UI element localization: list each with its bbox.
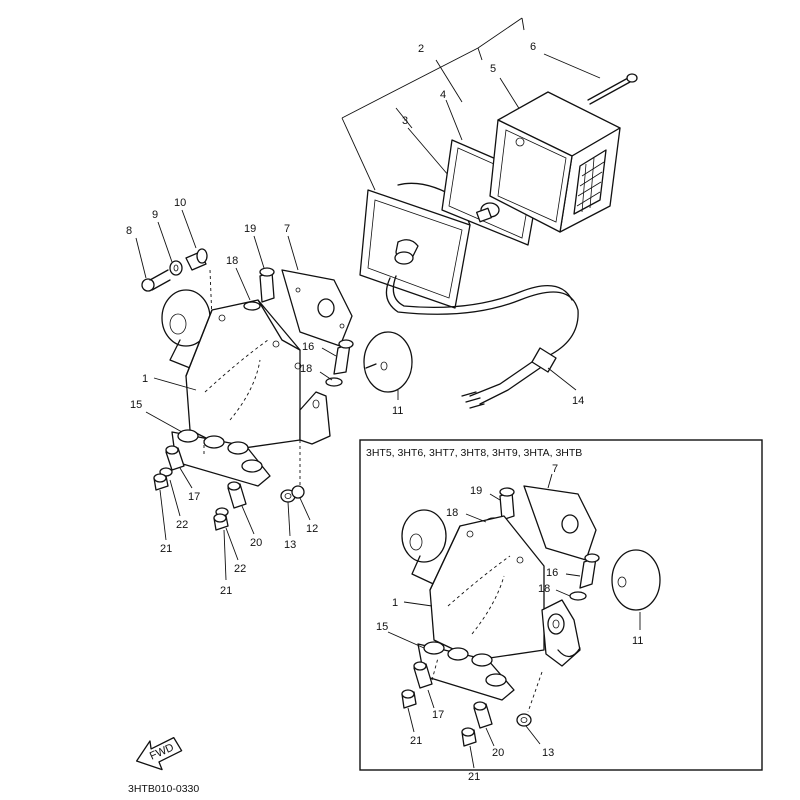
washer [169, 260, 183, 276]
callout-5: 5 [490, 63, 496, 75]
washer-12 [291, 485, 305, 499]
callout-18b: 18 [300, 363, 312, 375]
variant-inset: 3HT5, 3HT6, 3HT7, 3HT8, 3HT9, 3HTA, 3HTB [359, 439, 763, 783]
callout-7: 7 [284, 223, 290, 235]
bulb [476, 202, 500, 223]
inset-callout-18: 18 [446, 507, 458, 519]
reflector-bolt [333, 339, 354, 375]
lamp-base-plate [359, 182, 471, 309]
right-reflector [363, 331, 413, 393]
inset-callout-7: 7 [552, 463, 558, 475]
callout-18: 18 [226, 255, 238, 267]
callout-22b: 22 [234, 563, 246, 575]
inset-callout-20: 20 [492, 747, 504, 759]
callout-16: 16 [302, 341, 314, 353]
license-bracket-assembly [141, 248, 413, 531]
callout-12: 12 [306, 523, 318, 535]
lens-screw [587, 73, 638, 105]
callout-6: 6 [530, 41, 536, 53]
callout-22: 22 [176, 519, 188, 531]
callout-4: 4 [440, 89, 446, 101]
callout-19: 19 [244, 223, 256, 235]
main-callouts: 2 3 4 5 6 7 8 9 10 19 18 16 18 1 15 11 1… [126, 41, 584, 597]
rear-fender-cover [185, 299, 302, 451]
inset-callout-13: 13 [542, 747, 554, 759]
callout-9: 9 [152, 209, 158, 221]
callout-13: 13 [284, 539, 296, 551]
collar-right [227, 481, 247, 509]
diagram-code: 3HTB010-0330 [128, 783, 199, 795]
inset-callout-17: 17 [432, 709, 444, 721]
callout-11: 11 [392, 405, 403, 417]
plate-washer [243, 301, 261, 311]
callout-17: 17 [188, 491, 200, 503]
callout-21b: 21 [220, 585, 232, 597]
collar [185, 248, 208, 271]
inset-callout-21b: 21 [468, 771, 480, 783]
inset-callout-18b: 18 [538, 583, 550, 595]
callout-14: 14 [572, 395, 584, 407]
inset-callout-19: 19 [470, 485, 482, 497]
plate-bolt [259, 267, 275, 303]
callout-21: 21 [160, 543, 172, 555]
callout-1: 1 [142, 373, 148, 385]
callout-8: 8 [126, 225, 132, 237]
callout-20: 20 [250, 537, 262, 549]
tail-light-assembly [341, 17, 638, 409]
inset-callout-1: 1 [392, 597, 398, 609]
inset-callout-21: 21 [410, 735, 422, 747]
nut-21-left [153, 473, 169, 491]
callout-2: 2 [418, 43, 424, 55]
nut-21-right [213, 513, 229, 531]
reflector-washer [325, 377, 343, 387]
inset-callout-11: 11 [632, 635, 643, 647]
mount-bolt [141, 269, 171, 292]
inset-callout-15: 15 [376, 621, 388, 633]
wire-harness [385, 275, 579, 409]
bracket-plate [281, 269, 353, 347]
callout-leaders [135, 209, 577, 581]
collar-left [165, 445, 185, 471]
hook-bracket [299, 391, 331, 445]
inset-callout-16: 16 [546, 567, 558, 579]
callout-10: 10 [174, 197, 186, 209]
forward-arrow: FWD [135, 736, 183, 771]
inset-title: 3HT5, 3HT6, 3HT7, 3HT8, 3HT9, 3HTA, 3HTB [366, 447, 582, 459]
callout-15: 15 [130, 399, 142, 411]
callout-3: 3 [402, 115, 408, 127]
lamp-lens [489, 91, 621, 233]
